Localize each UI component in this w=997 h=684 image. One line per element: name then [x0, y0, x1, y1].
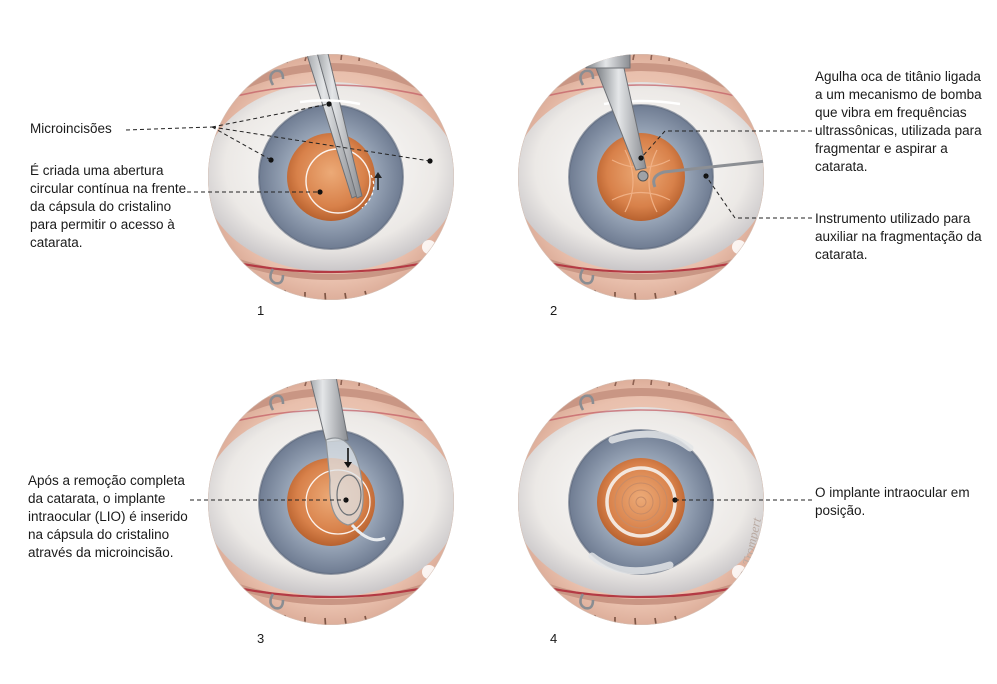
- eye-panel-4: R. Trompert: [511, 368, 771, 640]
- label-iol-position: O implante intraocular em posição.: [815, 485, 970, 518]
- label-capsule-opening: É criada uma abertura circular contínua …: [30, 163, 187, 250]
- forceps-tool: [295, 54, 363, 199]
- leader-lines: [125, 103, 812, 501]
- iol-injector: [301, 379, 386, 542]
- step-number-1: 1: [257, 303, 265, 318]
- eye-panel-2: [511, 54, 764, 315]
- label-phaco-needle: Agulha oca de titânio ligada a um mecani…: [815, 69, 982, 174]
- step-number-3: 3: [257, 631, 265, 646]
- step-number-2: 2: [550, 303, 558, 318]
- chopper-instrument: [652, 156, 764, 188]
- eye-panel-3: [201, 379, 461, 640]
- label-iol-insertion: Após a remoção completa da catarata, o i…: [28, 473, 188, 560]
- label-instrument: Instrumento utilizado para auxiliar na f…: [815, 211, 982, 262]
- label-microincisions: Microincisões: [30, 121, 112, 136]
- eye-panel-1: [201, 54, 461, 315]
- step-number-4: 4: [550, 631, 558, 646]
